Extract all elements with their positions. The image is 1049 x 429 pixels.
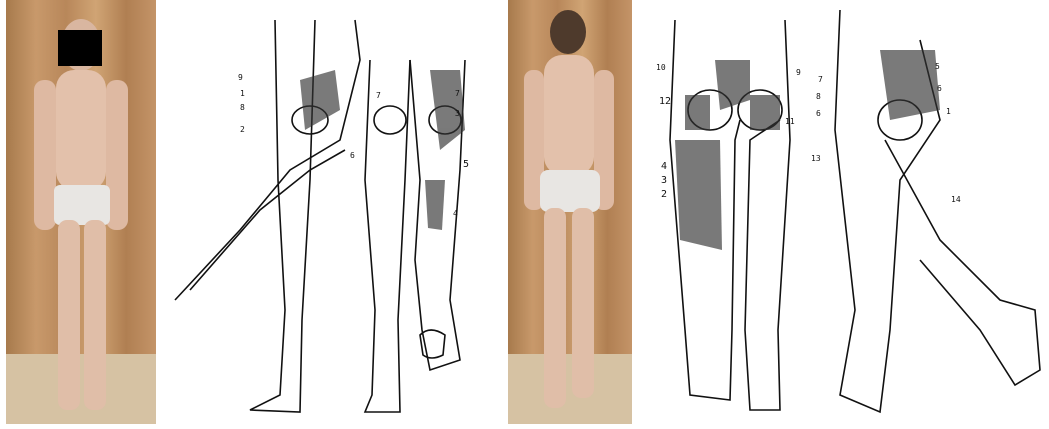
face-censor-box <box>58 30 102 66</box>
label-7: 7 <box>376 92 381 100</box>
label-13: 13 <box>811 155 821 163</box>
diagram-back: 10 9 12 11 4 3 2 5 7 8 6 6 1 13 14 <box>640 0 1049 424</box>
person-back-figure <box>508 0 632 424</box>
photo-front <box>6 0 156 424</box>
label-9: 9 <box>238 74 243 82</box>
label-11: 11 <box>785 118 795 126</box>
leg-anatomy-front-illustration <box>160 0 500 424</box>
diagram-front: 9 1 8 2 6 5 7 3 4 7 <box>160 0 500 424</box>
label-7: 7 <box>818 76 823 84</box>
label-7b: 7 <box>455 90 460 98</box>
label-14: 14 <box>951 196 961 204</box>
label-12: 12 <box>659 97 671 107</box>
label-8: 8 <box>240 104 245 112</box>
label-3: 3 <box>661 176 667 186</box>
label-5: 5 <box>463 160 469 170</box>
label-6: 6 <box>350 152 355 160</box>
label-4: 4 <box>661 162 667 172</box>
photo-back <box>508 0 632 424</box>
label-6: 6 <box>816 110 821 118</box>
label-1: 1 <box>946 108 951 116</box>
label-9: 9 <box>796 69 801 77</box>
label-8: 8 <box>816 93 821 101</box>
leg-anatomy-back-illustration <box>640 0 1049 424</box>
label-4: 4 <box>453 210 458 218</box>
label-2: 2 <box>240 126 245 134</box>
label-10: 10 <box>656 64 666 72</box>
label-6b: 6 <box>937 85 942 93</box>
label-5: 5 <box>935 63 940 71</box>
label-1: 1 <box>240 90 245 98</box>
label-2: 2 <box>661 190 667 200</box>
label-3: 3 <box>455 110 460 118</box>
